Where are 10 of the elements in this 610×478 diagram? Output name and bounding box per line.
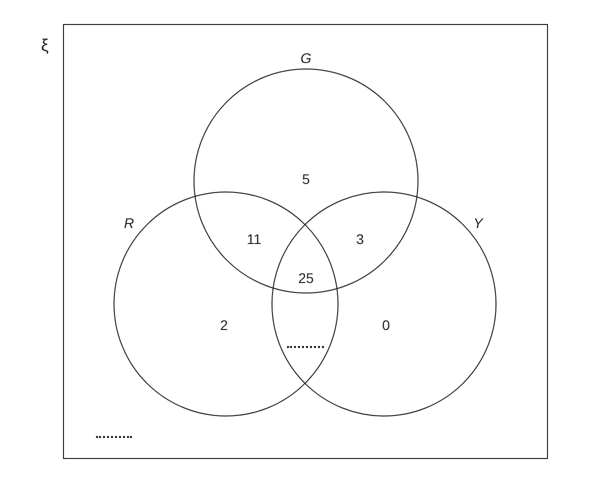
region-count: 0 [382,318,390,332]
universal-set-symbol: ξ [41,37,49,54]
region-count: 3 [356,232,364,246]
region-count: 25 [298,271,314,285]
set-label: R [124,216,134,230]
region-count: 11 [246,232,262,246]
set-label: Y [473,216,483,230]
region-count: 5 [302,172,310,186]
region-count: 2 [220,318,228,332]
set-label: G [300,51,312,65]
